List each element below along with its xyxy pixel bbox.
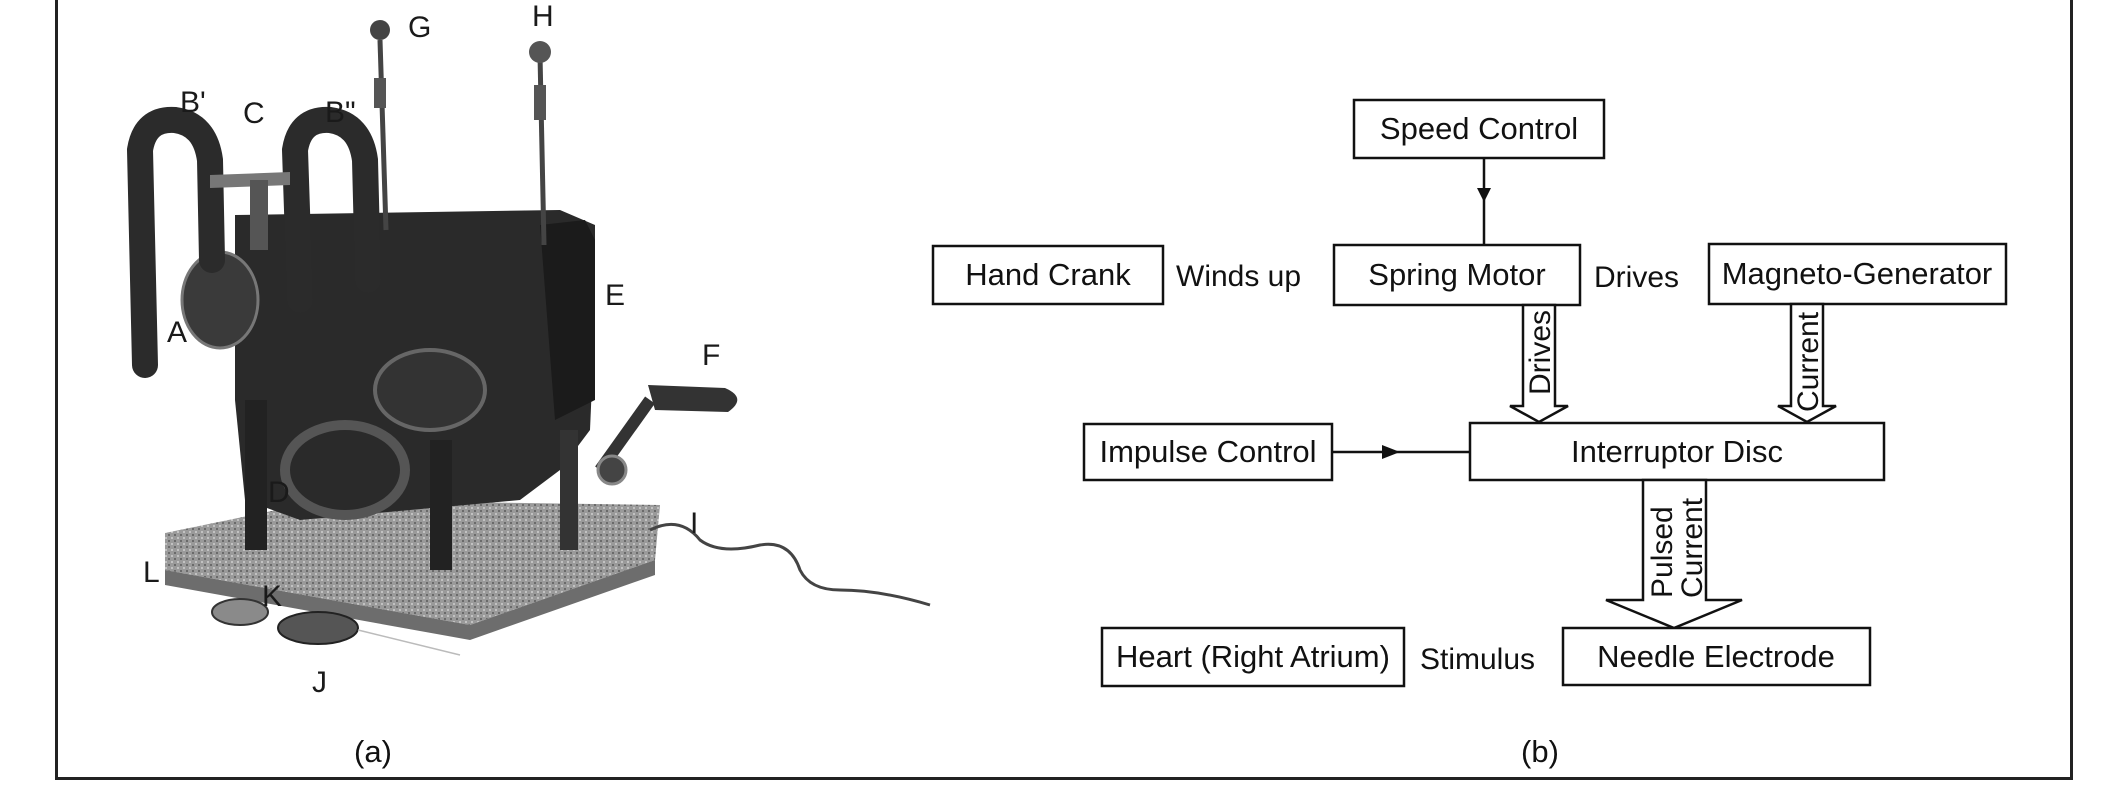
- label-d: D: [268, 476, 290, 509]
- arrowhead-impulse: [1382, 445, 1400, 459]
- device-leg: [430, 440, 452, 570]
- cable-i: [649, 522, 931, 607]
- arrowhead-speed: [1477, 188, 1491, 202]
- electrode-j: [277, 611, 359, 645]
- mechanism-c-post: [250, 180, 268, 250]
- crank-handle: [648, 385, 738, 412]
- box-heart: [1100, 626, 1406, 688]
- rod-g: [377, 39, 389, 231]
- label-h: H: [532, 0, 554, 33]
- device-leg: [245, 400, 267, 550]
- label-c: C: [243, 97, 265, 130]
- box-hand-crank: [931, 244, 1165, 306]
- box-magneto-generator-label: Magneto-Generator: [1722, 256, 1993, 291]
- label-a: A: [167, 316, 187, 349]
- label-l: L: [143, 556, 160, 589]
- arrow-pulsed-current: [1605, 478, 1743, 630]
- label-pulsed-current: Current: [1676, 497, 1709, 598]
- box-interruptor-disc: [1468, 421, 1886, 482]
- label-e: E: [605, 279, 625, 312]
- electrode-k: [211, 598, 269, 626]
- label-i: I: [690, 507, 698, 540]
- box-spring-motor: [1332, 243, 1582, 307]
- box-heart-label: Heart (Right Atrium): [1116, 639, 1390, 674]
- label-b-double-prime: B": [325, 96, 356, 129]
- caption-a: (a): [354, 734, 392, 769]
- label-f: F: [702, 339, 720, 372]
- coil: [280, 420, 410, 520]
- label-j: J: [312, 666, 327, 699]
- box-impulse-control-label: Impulse Control: [1099, 434, 1316, 469]
- label-g: G: [408, 11, 431, 44]
- rod-g-collar: [374, 78, 386, 108]
- box-hand-crank-label: Hand Crank: [965, 257, 1131, 292]
- box-needle-electrode-label: Needle Electrode: [1597, 639, 1835, 674]
- device-base: [165, 500, 660, 625]
- label-k: K: [262, 580, 282, 613]
- box-impulse-control: [1082, 422, 1334, 482]
- label-drives-vertical: Drives: [1524, 310, 1557, 395]
- magnet-b2: [281, 106, 381, 313]
- caption-b: (b): [1521, 734, 1559, 769]
- label-b-prime: B': [180, 86, 206, 119]
- device-leg: [560, 430, 578, 550]
- box-needle-electrode: [1561, 626, 1872, 687]
- knob-g: [370, 20, 390, 40]
- rod-h-collar: [534, 85, 546, 120]
- magnet-b1: [126, 106, 225, 378]
- label-stimulus: Stimulus: [1420, 643, 1535, 676]
- label-winds-up: Winds up: [1176, 260, 1301, 293]
- electrode-lead: [357, 629, 461, 656]
- box-magneto-generator: [1707, 242, 2008, 306]
- crank-wheel: [373, 348, 487, 432]
- crank-hub: [596, 454, 628, 486]
- device-photo: [126, 20, 931, 656]
- box-speed-control-label: Speed Control: [1380, 111, 1578, 146]
- arrow-current: [1777, 302, 1837, 424]
- arrow-drives: [1509, 303, 1569, 424]
- label-current: Current: [1792, 311, 1825, 412]
- figure-frame: [55, 0, 2073, 780]
- device-base-front: [165, 560, 655, 640]
- knob-h: [529, 41, 551, 63]
- label-pulsed: Pulsed: [1646, 506, 1679, 598]
- box-interruptor-disc-label: Interruptor Disc: [1571, 434, 1783, 469]
- side-block: [540, 220, 595, 420]
- box-speed-control: [1352, 98, 1606, 160]
- box-spring-motor-label: Spring Motor: [1368, 257, 1545, 292]
- label-drives-horizontal: Drives: [1594, 261, 1679, 294]
